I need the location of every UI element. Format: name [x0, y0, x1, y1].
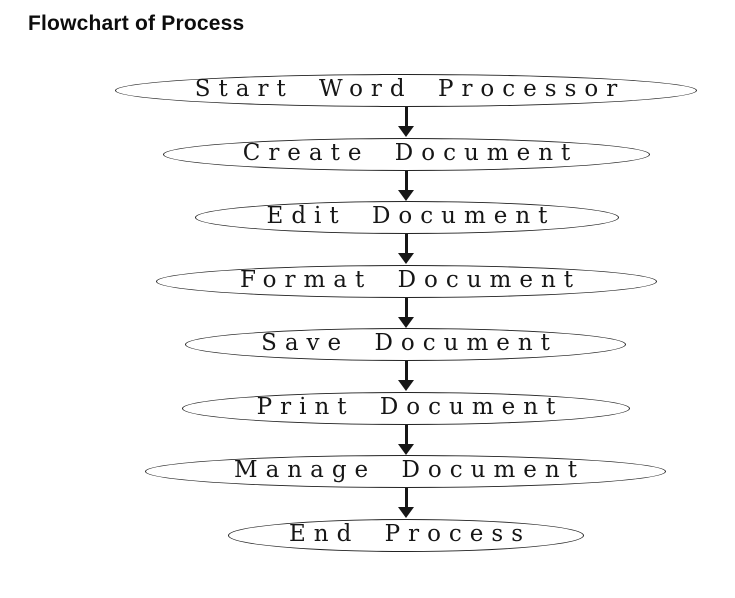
arrow-shaft — [405, 107, 408, 127]
flow-edge-edit-format — [398, 234, 415, 265]
node-end-process: End Process — [228, 519, 584, 552]
node-label: Print Document — [256, 394, 564, 420]
node-label: End Process — [288, 521, 532, 547]
flow-edge-format-save — [398, 298, 415, 329]
node-label: Format Document — [239, 267, 582, 293]
node-label: Save Document — [261, 330, 558, 356]
arrow-shaft — [405, 425, 408, 445]
node-format-document: Format Document — [156, 265, 657, 298]
arrow-down-icon — [398, 380, 414, 391]
arrow-down-icon — [398, 507, 414, 518]
flow-edge-print-manage — [398, 425, 415, 456]
arrow-down-icon — [398, 253, 414, 264]
node-label: Start Word Processor — [194, 76, 626, 102]
node-start-word-processor: Start Word Processor — [115, 74, 697, 107]
arrow-down-icon — [398, 444, 414, 455]
arrow-shaft — [405, 361, 408, 381]
node-edit-document: Edit Document — [195, 201, 619, 234]
node-label: Manage Document — [234, 457, 585, 483]
flow-edge-create-edit — [398, 171, 415, 202]
arrow-down-icon — [398, 190, 414, 201]
node-print-document: Print Document — [182, 392, 630, 425]
flow-edge-start-create — [398, 107, 415, 138]
flow-edge-save-print — [398, 361, 415, 392]
arrow-shaft — [405, 234, 408, 254]
flow-edge-manage-end — [398, 488, 415, 519]
arrow-down-icon — [398, 126, 414, 137]
node-label: Edit Document — [266, 203, 556, 229]
arrow-shaft — [405, 488, 408, 508]
arrow-down-icon — [398, 317, 414, 328]
node-create-document: Create Document — [163, 138, 650, 171]
arrow-shaft — [405, 171, 408, 191]
arrow-shaft — [405, 298, 408, 318]
node-save-document: Save Document — [185, 328, 626, 361]
node-manage-document: Manage Document — [145, 455, 666, 488]
page-title: Flowchart of Process — [28, 12, 245, 35]
node-label: Create Document — [242, 140, 579, 166]
